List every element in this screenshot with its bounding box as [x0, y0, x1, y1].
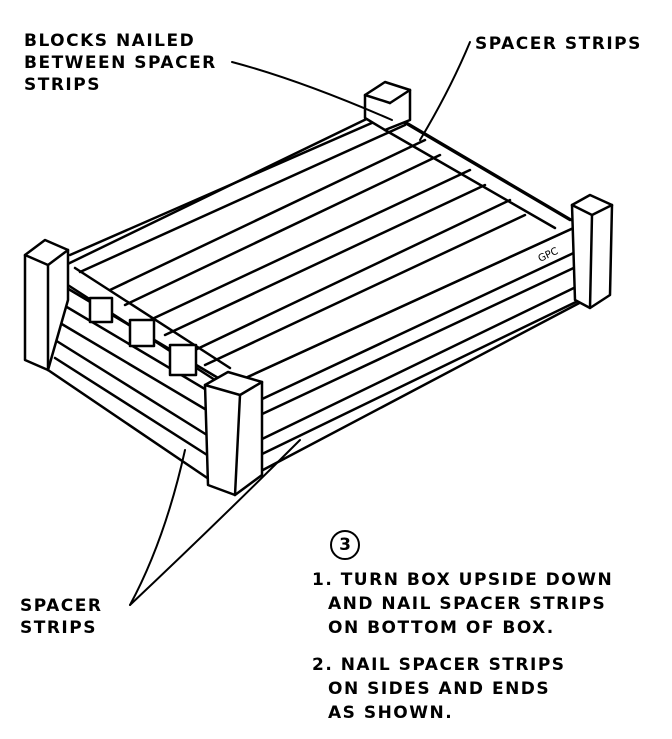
leader-blocks-nailed: [231, 61, 393, 121]
instruction-line: AS SHOWN.: [328, 703, 454, 723]
corner-post-right: [570, 193, 614, 310]
instruction-line: ON SIDES AND ENDS: [328, 679, 551, 699]
label-line: BETWEEN SPACER: [24, 53, 217, 73]
instruction-line: 2. NAIL SPACER STRIPS: [312, 655, 566, 675]
label-spacer-strips-top: SPACER STRIPS: [475, 34, 642, 54]
leader-spacer-strips-bottom-2: [129, 439, 301, 606]
leader-spacer-strips-bottom-1: [129, 449, 186, 606]
label-line: SPACER: [20, 596, 103, 616]
step-number: 3: [330, 530, 360, 560]
instruction-line: AND NAIL SPACER STRIPS: [328, 594, 607, 614]
label-line: STRIPS: [24, 75, 101, 95]
corner-post-left: [23, 238, 70, 372]
instruction-line: ON BOTTOM OF BOX.: [328, 618, 555, 638]
box-side-face: [223, 223, 587, 492]
instruction-1: 1. TURN BOX UPSIDE DOWN AND NAIL SPACER S…: [312, 568, 613, 640]
leader-spacer-strips-top: [419, 41, 471, 141]
instruction-line: 1. TURN BOX UPSIDE DOWN: [312, 570, 614, 590]
label-line: STRIPS: [20, 618, 97, 638]
corner-post-back: [363, 80, 412, 132]
instruction-2: 2. NAIL SPACER STRIPS ON SIDES AND ENDS AS…: [312, 653, 566, 725]
corner-post-front: [203, 370, 264, 497]
label-line: BLOCKS NAILED: [24, 31, 196, 51]
